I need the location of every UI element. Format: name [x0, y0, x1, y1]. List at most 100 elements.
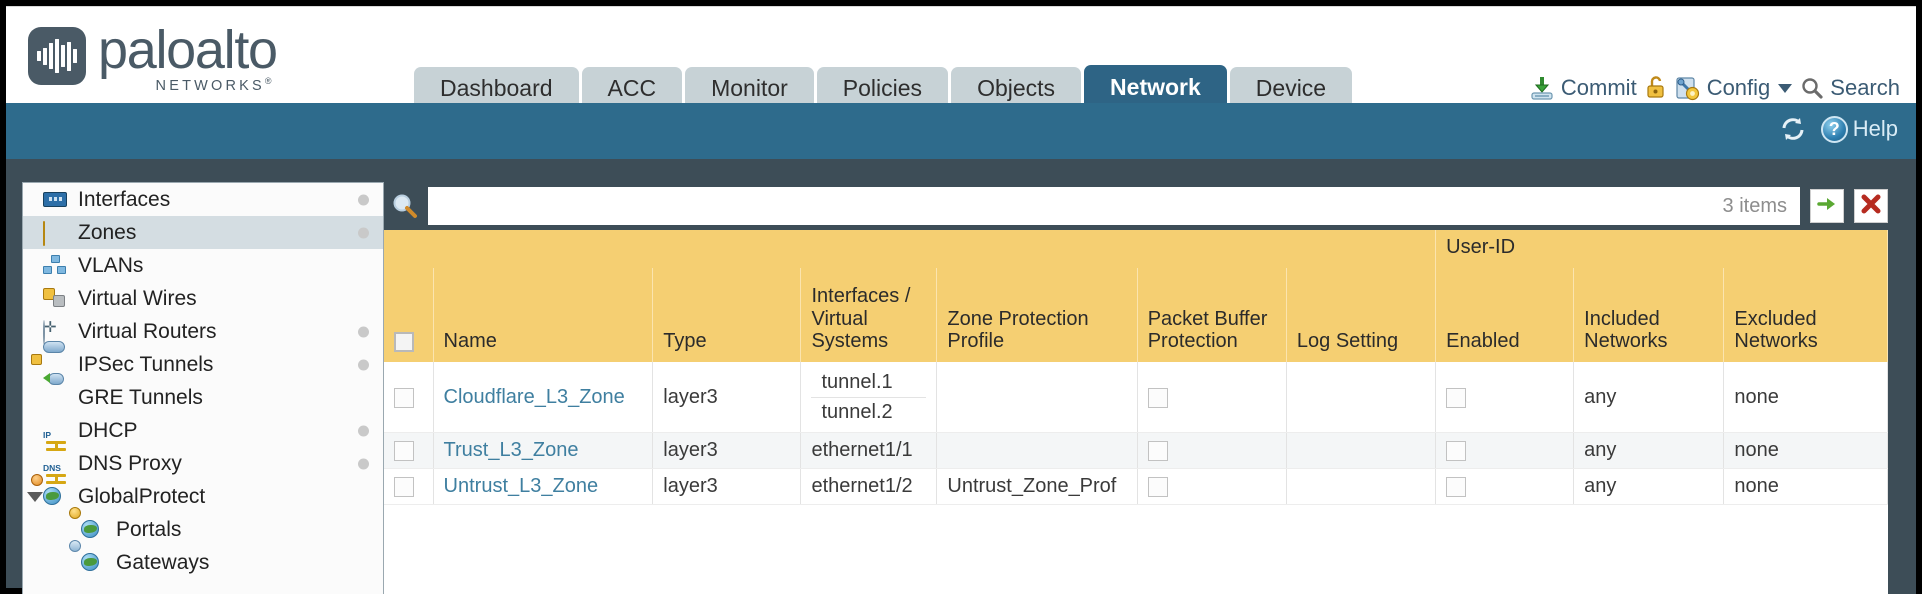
cell-userid-enabled	[1435, 468, 1575, 506]
zones-table-head: User-ID Name Type Interfaces / Virtual S…	[384, 230, 1888, 363]
logo-waveform-icon	[37, 39, 77, 73]
virtual-wires-icon	[43, 287, 69, 310]
tab-policies[interactable]: Policies	[816, 67, 949, 110]
userid-enabled-checkbox[interactable]	[1446, 387, 1467, 408]
group-header-spacer	[384, 230, 1437, 269]
zones-icon	[43, 220, 69, 246]
sidebar-item-ipsec-tunnels[interactable]: IPSec Tunnels	[23, 340, 383, 381]
sidebar-item-virtual-routers[interactable]: Virtual Routers	[23, 315, 383, 348]
sidebar-item-vlans[interactable]: VLANs	[23, 249, 383, 282]
globalprotect-icon	[31, 473, 69, 508]
col-header-zone-protection-profile[interactable]: Zone Protection Profile	[936, 268, 1138, 363]
sidebar-label: IPSec Tunnels	[78, 352, 214, 376]
search-input[interactable]	[429, 189, 1723, 223]
sidebar-status-dot	[358, 425, 369, 436]
tab-device[interactable]: Device	[1229, 67, 1353, 110]
search-magnifier-icon	[1800, 76, 1824, 100]
help-label: Help	[1852, 116, 1898, 141]
tab-acc[interactable]: ACC	[581, 67, 683, 110]
col-header-name[interactable]: Name	[433, 268, 654, 363]
unlock-padlock-icon[interactable]	[1645, 75, 1667, 101]
sidebar-item-virtual-wires[interactable]: Virtual Wires	[23, 282, 383, 315]
table-row[interactable]: Trust_L3_Zone layer3 ethernet1/1 any	[384, 432, 1888, 470]
sidebar-status-dot	[358, 326, 369, 337]
tab-monitor[interactable]: Monitor	[685, 67, 814, 110]
row-select-cell	[384, 362, 434, 434]
config-menu[interactable]: Config	[1675, 75, 1793, 101]
search-button[interactable]: Search	[1800, 75, 1900, 101]
packet-buffer-protection-checkbox[interactable]	[1147, 441, 1168, 462]
expand-collapse-triangle-icon[interactable]	[27, 491, 43, 502]
zone-name-link[interactable]: Trust_L3_Zone	[443, 439, 579, 462]
packet-buffer-protection-checkbox[interactable]	[1147, 477, 1168, 498]
tab-dashboard[interactable]: Dashboard	[414, 67, 579, 110]
group-header-row: User-ID	[384, 230, 1888, 269]
row-select-checkbox[interactable]	[394, 387, 414, 408]
help-button[interactable]: ? Help	[1820, 115, 1898, 143]
zones-table-container: User-ID Name Type Interfaces / Virtual S…	[384, 230, 1888, 594]
sidebar-label: Interfaces	[78, 187, 171, 211]
tab-network[interactable]: Network	[1084, 65, 1227, 110]
search-field-wrapper[interactable]: 3 items	[428, 187, 1800, 225]
sidebar-item-gre-tunnels[interactable]: GRE Tunnels	[23, 372, 383, 414]
clear-filter-button[interactable]	[1854, 189, 1888, 223]
sidebar-item-gateways[interactable]: Gateways	[23, 539, 383, 579]
sidebar-item-interfaces[interactable]: Interfaces	[23, 183, 383, 216]
cell-zone-protection-profile	[936, 432, 1138, 470]
sidebar-status-dot	[358, 458, 369, 469]
cell-zone-protection-profile: Untrust_Zone_Prof	[936, 468, 1138, 506]
col-header-enabled[interactable]: Enabled	[1435, 268, 1575, 363]
interface-entry: tunnel.2	[811, 397, 927, 426]
sidebar-item-zones[interactable]: Zones	[23, 216, 383, 249]
col-header-interfaces[interactable]: Interfaces / Virtual Systems	[800, 268, 938, 363]
col-header-excluded-networks[interactable]: Excluded Networks	[1723, 268, 1888, 363]
commit-label: Commit	[1560, 75, 1637, 100]
column-header-row: Name Type Interfaces / Virtual Systems Z…	[384, 268, 1888, 363]
zone-name-link[interactable]: Cloudflare_L3_Zone	[443, 385, 625, 408]
sidebar-label: GlobalProtect	[78, 484, 206, 508]
sidebar-item-globalprotect[interactable]: GlobalProtect	[23, 473, 383, 513]
col-header-log-setting[interactable]: Log Setting	[1286, 268, 1437, 363]
select-all-header	[384, 268, 434, 363]
row-select-checkbox[interactable]	[394, 441, 414, 462]
sidebar-item-portals[interactable]: Portals	[23, 506, 383, 546]
zones-table-body: Cloudflare_L3_Zone layer3 tunnel.1 tunne…	[384, 362, 1888, 506]
commit-button[interactable]: Commit	[1529, 75, 1637, 101]
sidebar-label: Portals	[116, 517, 182, 541]
zone-name-link[interactable]: Untrust_L3_Zone	[443, 475, 599, 498]
items-count-label: 3 items	[1722, 194, 1787, 217]
cell-name: Trust_L3_Zone	[433, 432, 654, 470]
apply-filter-button[interactable]	[1810, 189, 1844, 223]
help-question-icon: ?	[1820, 115, 1848, 143]
zones-table: User-ID Name Type Interfaces / Virtual S…	[384, 230, 1888, 506]
select-all-checkbox[interactable]	[394, 331, 414, 352]
top-action-bar: Commit	[1529, 69, 1900, 107]
refresh-icon[interactable]	[1779, 115, 1807, 143]
table-row[interactable]: Cloudflare_L3_Zone layer3 tunnel.1 tunne…	[384, 362, 1888, 434]
col-header-packet-buffer-protection[interactable]: Packet Buffer Protection	[1137, 268, 1287, 363]
cell-userid-enabled	[1435, 432, 1575, 470]
cell-log-setting	[1286, 362, 1437, 434]
packet-buffer-protection-checkbox[interactable]	[1147, 387, 1168, 408]
sidebar-item-dhcp[interactable]: IP DHCP	[23, 414, 383, 451]
sidebar-label: Virtual Routers	[78, 319, 217, 343]
cell-excluded-networks: none	[1723, 468, 1888, 506]
row-select-checkbox[interactable]	[394, 477, 414, 498]
cell-packet-buffer-protection	[1137, 362, 1287, 434]
brand-name: paloalto	[98, 20, 278, 80]
sidebar-item-dns-proxy[interactable]: DNS DNS Proxy	[23, 447, 383, 484]
table-row[interactable]: Untrust_L3_Zone layer3 ethernet1/2 Untru…	[384, 468, 1888, 506]
col-header-included-networks[interactable]: Included Networks	[1573, 268, 1725, 363]
userid-enabled-checkbox[interactable]	[1446, 441, 1467, 462]
interfaces-icon	[43, 189, 69, 211]
chevron-down-icon	[1778, 83, 1793, 93]
cell-type: layer3	[652, 468, 802, 506]
sidebar-status-dot	[358, 194, 369, 205]
cell-zone-protection-profile	[936, 362, 1138, 434]
col-header-type[interactable]: Type	[652, 268, 802, 363]
brand-tagline: NETWORKS®	[155, 76, 275, 94]
cell-interfaces: ethernet1/2	[800, 468, 938, 506]
userid-enabled-checkbox[interactable]	[1446, 477, 1467, 498]
tab-objects[interactable]: Objects	[951, 67, 1082, 110]
